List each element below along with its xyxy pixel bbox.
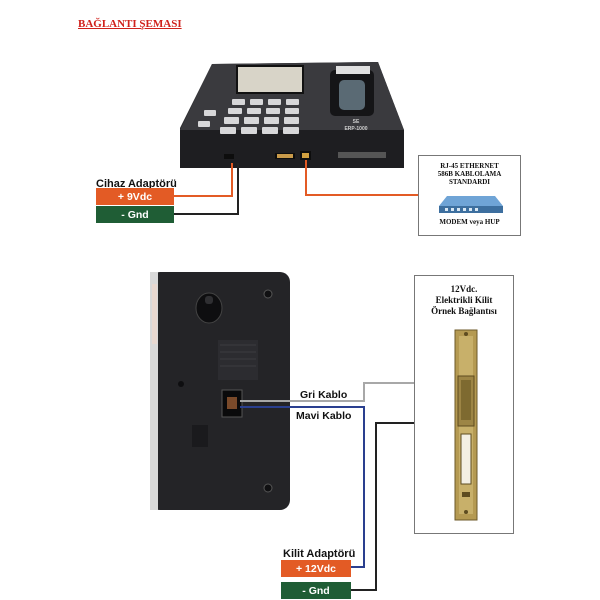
lock-adapter-label: Kilit Adaptörü [283, 548, 356, 560]
device-adapter-label: Cihaz Adaptörü [96, 178, 177, 190]
device-plus-box: + 9Vdc [96, 188, 174, 205]
device-back-panel [150, 272, 290, 510]
electric-lock-image [454, 329, 478, 521]
keypad [198, 99, 299, 134]
gray-cable-wire [240, 382, 458, 402]
network-box: RJ-45 ETHERNET 586B KABLOLAMA STANDARDI … [418, 155, 521, 236]
blue-cable-wire [240, 406, 365, 568]
lock-title-line3: Örnek Bağlantısı [431, 306, 497, 316]
network-line1: RJ-45 ETHERNET [440, 162, 499, 170]
ethernet-wire [305, 160, 418, 196]
plus-9v-wire [174, 163, 233, 197]
lock-gnd-box: - Gnd [281, 582, 351, 599]
device-sticker [338, 152, 386, 158]
gray-cable-label: Gri Kablo [300, 389, 348, 401]
terminal-screen [236, 65, 304, 94]
blue-cable-label: Mavi Kablo [296, 410, 352, 422]
lock-title-line2: Elektrikli Kilit [435, 295, 493, 305]
network-caption: MODEM veya HUP [439, 218, 500, 226]
lock-title-line1: 12Vdc. [450, 284, 478, 294]
device-gnd-box: - Gnd [96, 206, 174, 223]
power-port [224, 154, 234, 159]
terminal-device: SE ERP-1000 [180, 62, 404, 168]
lock-box: 12Vdc. Elektrikli Kilit Örnek Bağlantısı [414, 275, 514, 534]
modem-icon [439, 196, 503, 213]
gnd-wire-device [174, 163, 239, 215]
lock-title: 12Vdc. Elektrikli Kilit Örnek Bağlantısı [415, 284, 513, 317]
page-title: BAĞLANTI ŞEMASI [78, 18, 182, 30]
svg-text:ERP-1000: ERP-1000 [344, 126, 367, 132]
network-line2: 586B KABLOLAMA [437, 170, 502, 178]
lock-plus-box: + 12Vdc [281, 560, 351, 577]
svg-text:SE: SE [353, 119, 360, 125]
network-line3: STANDARDI [448, 178, 491, 186]
